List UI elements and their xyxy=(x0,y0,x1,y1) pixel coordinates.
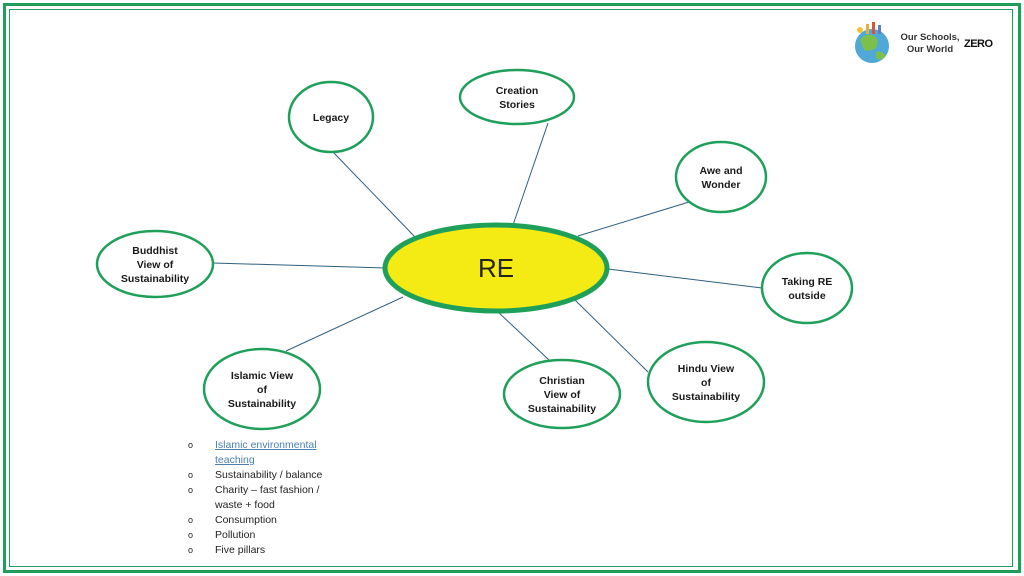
node-label-awe-and-wonder-0: Awe and xyxy=(700,165,743,177)
bullet-item: o Pollution xyxy=(188,528,345,543)
node-taking-re-outside[interactable]: Taking RE outside xyxy=(760,251,854,325)
bullet-marker: o xyxy=(188,545,194,555)
center-ellipse xyxy=(382,222,610,314)
node-label-islamic-0: Islamic View xyxy=(231,370,294,382)
bullet-link[interactable]: Islamic environmental teaching xyxy=(215,439,317,466)
bullet-item: o Five pillars xyxy=(188,543,345,558)
bullet-text: Five pillars xyxy=(215,544,266,556)
bullet-item: o Charity – fast fashion / waste + food xyxy=(188,483,345,513)
connector-christian xyxy=(496,310,550,361)
center-node[interactable]: RE xyxy=(382,222,610,314)
node-label-buddhist-0: Buddhist xyxy=(132,245,178,257)
node-ellipse-awe-and-wonder xyxy=(674,140,768,214)
node-ellipse-christian xyxy=(502,358,622,430)
node-label-hindu-1: of xyxy=(701,377,711,389)
zero-badge: ZERO xyxy=(964,34,996,54)
bullet-item: o Consumption xyxy=(188,513,345,528)
node-ellipse-hindu xyxy=(646,340,766,424)
connector-legacy xyxy=(332,151,416,238)
node-label-creation-stories-1: Stories xyxy=(499,99,535,111)
bullet-marker: o xyxy=(188,440,194,450)
connector-hindu xyxy=(574,299,649,373)
node-label-hindu-0: Hindu View xyxy=(678,363,735,375)
node-label-christian-0: Christian xyxy=(539,375,585,387)
logo-line-1: Our Schools, xyxy=(900,32,960,43)
node-label-legacy-0: Legacy xyxy=(313,112,349,124)
node-label-christian-2: Sustainability xyxy=(528,403,596,415)
bullet-marker: o xyxy=(188,515,194,525)
center-label: RE xyxy=(478,253,514,283)
connector-buddhist xyxy=(212,262,387,269)
connector-creation-stories xyxy=(512,122,549,226)
inner-frame xyxy=(9,9,1013,567)
globe-icon xyxy=(855,22,889,63)
node-ellipse-legacy xyxy=(287,80,375,154)
bullet-text: Sustainability / balance xyxy=(215,469,323,481)
connector-taking-re-outside xyxy=(607,268,763,289)
connector-awe-and-wonder xyxy=(577,201,690,237)
node-label-christian-1: View of xyxy=(544,389,581,401)
bullet-marker: o xyxy=(188,470,194,480)
node-label-buddhist-2: Sustainability xyxy=(121,273,189,285)
node-label-taking-re-outside-0: Taking RE xyxy=(782,276,833,288)
zero-badge-text: ZERO xyxy=(964,38,993,50)
outer-frame xyxy=(3,3,1021,573)
logo-text: Our Schools, Our World xyxy=(900,32,960,56)
node-label-awe-and-wonder-1: Wonder xyxy=(702,179,741,191)
node-label-islamic-1: of xyxy=(257,384,267,396)
node-label-buddhist-1: View of xyxy=(137,259,174,271)
node-label-hindu-2: Sustainability xyxy=(672,391,740,403)
bullet-text: Pollution xyxy=(215,529,256,541)
node-ellipse-taking-re-outside xyxy=(760,251,854,325)
connector-islamic xyxy=(285,296,404,352)
node-ellipse-buddhist xyxy=(95,229,215,299)
bullet-marker: o xyxy=(188,485,194,495)
node-label-creation-stories-0: Creation xyxy=(496,85,539,97)
bullet-text: Consumption xyxy=(215,514,277,526)
bullet-text: Charity – fast fashion / waste + food xyxy=(215,484,320,511)
logo-line-2: Our World xyxy=(906,44,954,55)
connectors xyxy=(212,122,763,373)
bullet-item: o Sustainability / balance xyxy=(188,468,345,483)
node-label-islamic-2: Sustainability xyxy=(228,398,296,410)
node-label-taking-re-outside-1: outside xyxy=(788,290,825,302)
node-legacy[interactable]: Legacy xyxy=(287,80,375,154)
logo: Our Schools, Our World ZERO xyxy=(850,22,1000,66)
node-ellipse-creation-stories xyxy=(458,68,576,126)
bullet-item[interactable]: o Islamic environmental teaching xyxy=(188,438,345,468)
bullet-marker: o xyxy=(188,530,194,540)
node-ellipse-islamic xyxy=(202,347,322,431)
